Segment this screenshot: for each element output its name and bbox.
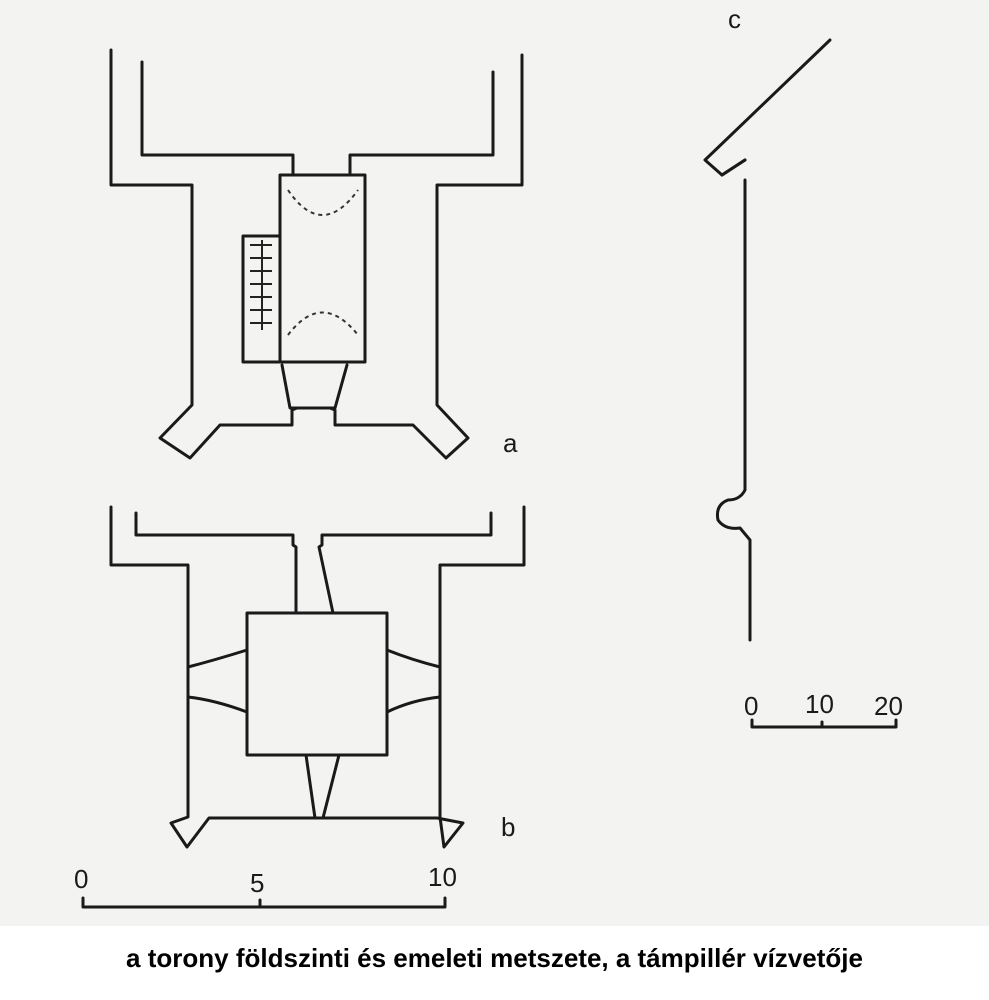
profile-c-buttress-drip [703,38,832,642]
scale-plans-tick-5: 5 [250,868,265,898]
scale-profile-tick-0: 0 [744,691,759,721]
figure-caption: a torony földszinti és emeleti metszete,… [126,943,863,973]
plan-a-label: a [503,428,518,458]
profile-c-label: c [728,4,741,34]
scale-bar-profile [750,718,898,729]
plan-b-upper-floor [109,505,526,849]
scale-profile-tick-10: 10 [805,689,834,719]
scale-bar-plans [81,896,447,909]
plan-a-ground-floor [109,48,524,460]
scale-plans-tick-10: 10 [428,862,457,892]
scale-plans-tick-0: 0 [74,864,89,894]
plan-b-label: b [501,812,516,842]
scale-profile-tick-20: 20 [874,691,903,721]
